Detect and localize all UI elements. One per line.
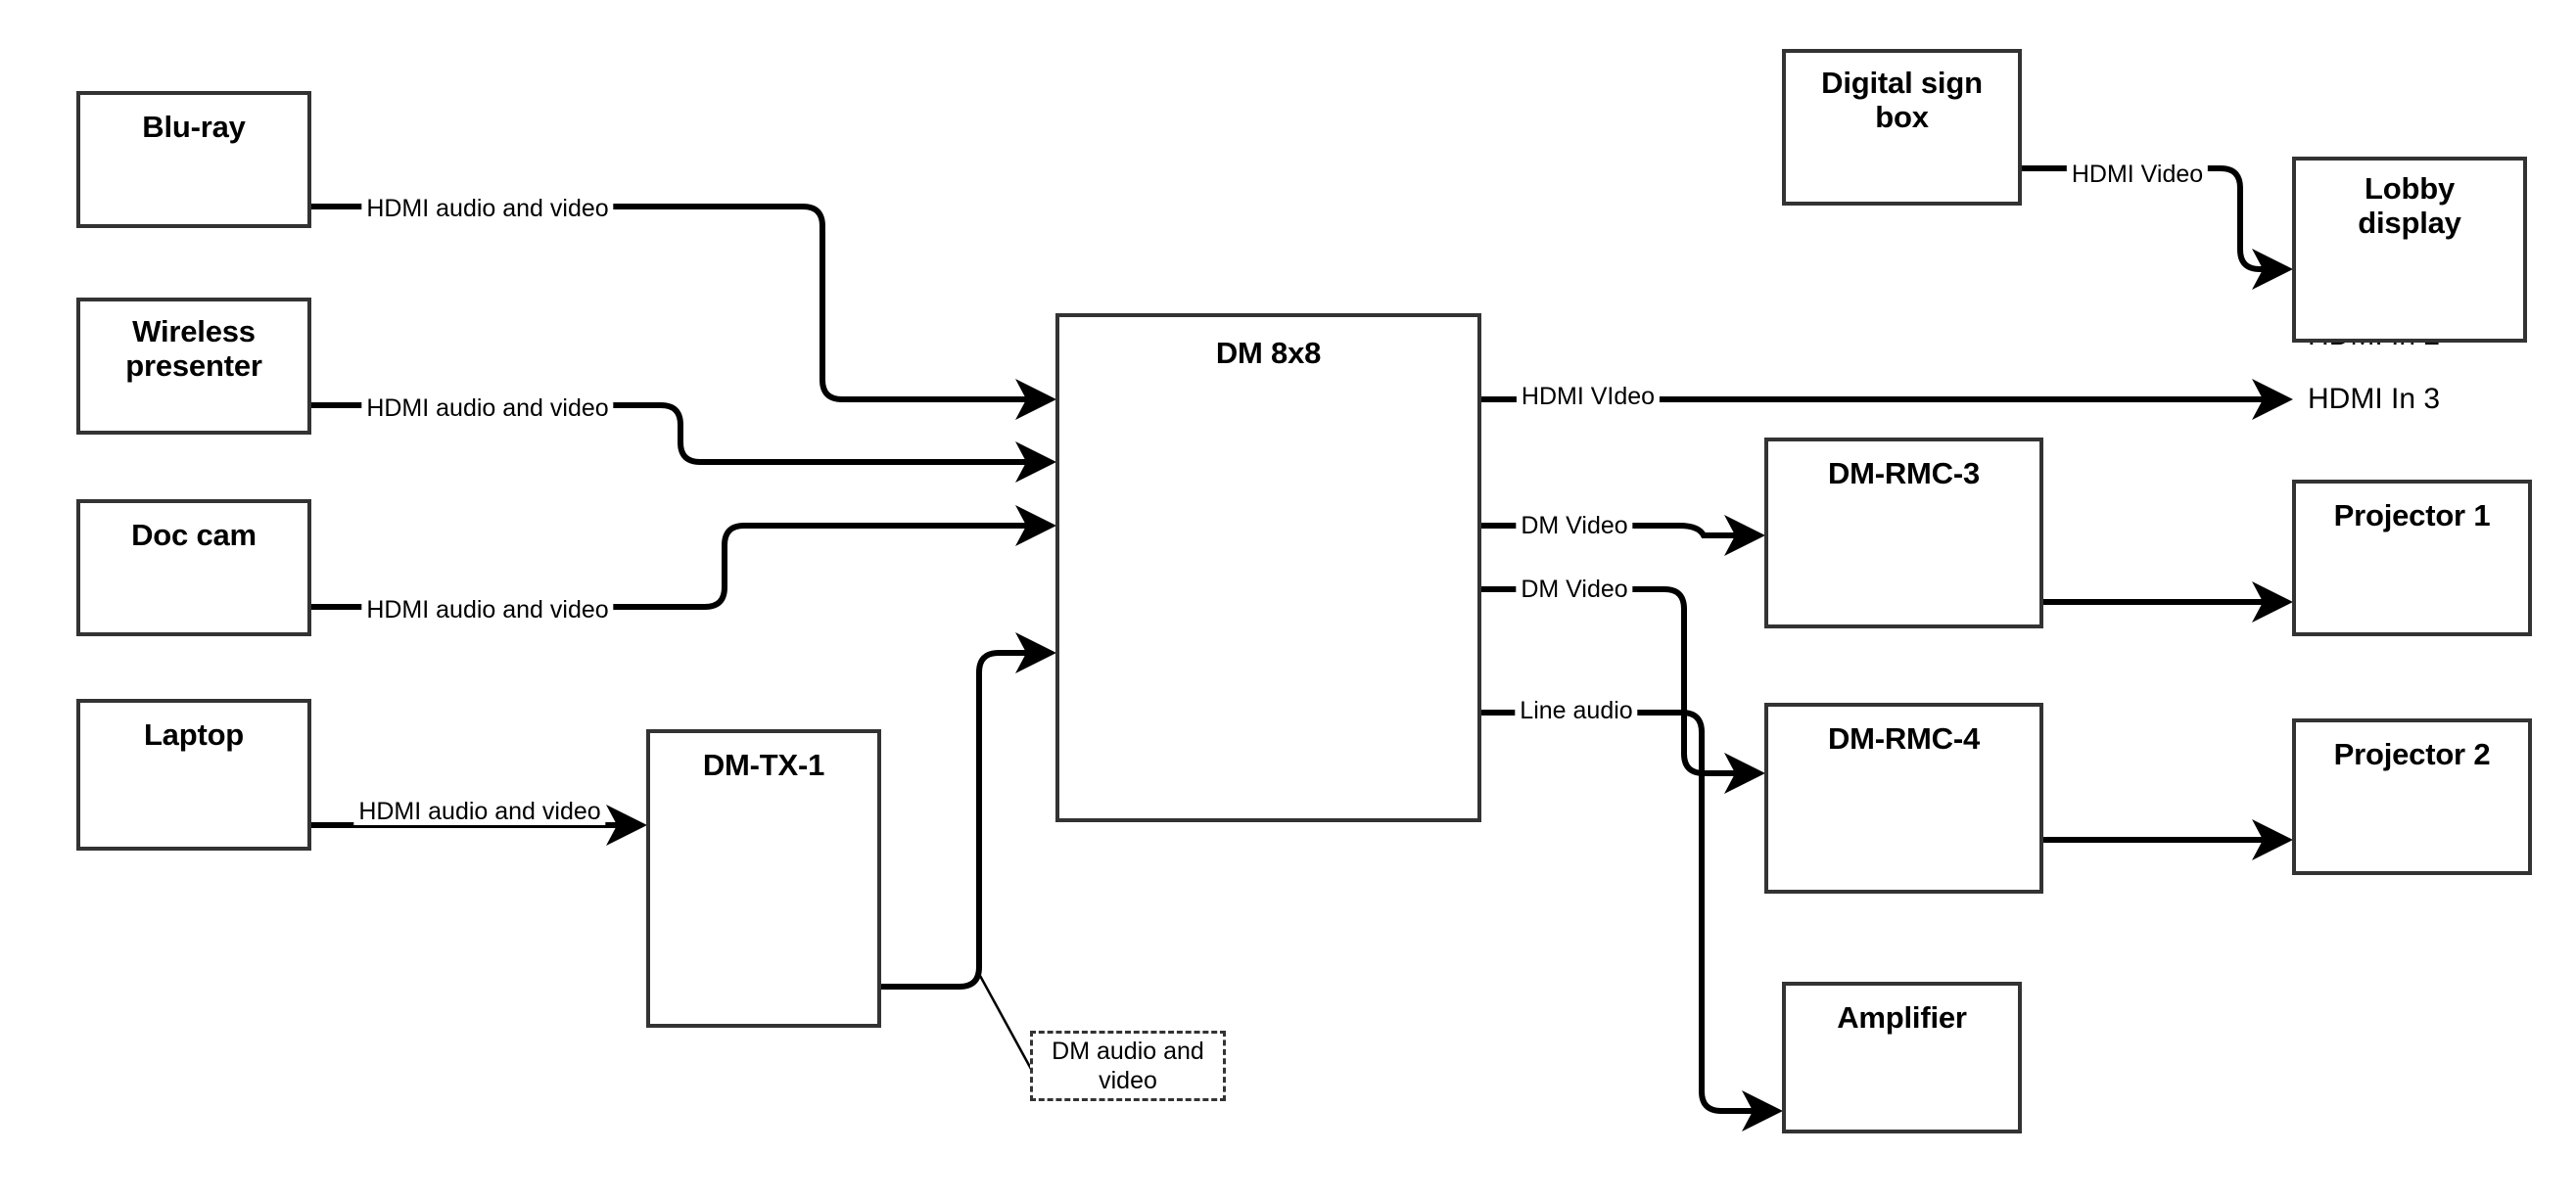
wire-label-laptop-to-dmtx1: HDMI audio and video (353, 798, 606, 825)
wire-dm-out-4-to-rmc4-dm-in (1481, 586, 1765, 794)
node-dm-rmc-3-title: DM-RMC-3 (1827, 456, 1981, 490)
node-bluray-title: Blu-ray (142, 110, 246, 144)
node-laptop[interactable]: Laptop (76, 699, 311, 851)
node-lobby-display[interactable]: Lobby display (2292, 157, 2527, 343)
wire-dmtx1-to-dm-in-5 (881, 632, 1056, 990)
node-wireless-presenter[interactable]: Wireless presenter (76, 298, 311, 435)
node-projector-2-title: Projector 2 (2333, 737, 2491, 771)
wire-label-hdmi-out-1-to-lobby: HDMI VIdeo (1516, 383, 1661, 410)
node-amplifier-title: Amplifier (1837, 1000, 1967, 1035)
node-projector-1-title: Projector 1 (2333, 498, 2491, 532)
wire-label-dm-out-3-to-rmc3: DM Video (1516, 512, 1633, 539)
node-dm-rmc-4-title: DM-RMC-4 (1827, 721, 1981, 756)
wire-label-audio-out-1-to-amplifier: Line audio (1515, 697, 1638, 724)
wire-label-wireless-to-hdmi-in-2: HDMI audio and video (361, 394, 614, 422)
port-lobby-hdmi-in-3: HDMI In 3 (2308, 383, 2441, 415)
node-digital-sign-box[interactable]: Digital sign box (1782, 49, 2022, 206)
node-digital-sign-box-title: Digital sign box (1786, 66, 2018, 134)
node-wireless-presenter-title: Wireless presenter (80, 314, 307, 383)
node-doc-cam[interactable]: Doc cam (76, 499, 311, 636)
wire-label-bluray-to-hdmi-in-1: HDMI audio and video (361, 195, 614, 222)
node-digital-sign-box-title-text: Digital sign box (1821, 66, 1983, 134)
node-lobby-display-title: Lobby display (2296, 171, 2523, 240)
wire-label-signbox-to-lobby: HDMI Video (2066, 161, 2209, 188)
node-projector-1[interactable]: Projector 1 (2292, 480, 2532, 636)
wire-label-doccam-to-hdmi-in-3: HDMI audio and video (361, 596, 614, 624)
node-wireless-presenter-title-text: Wireless presenter (125, 314, 262, 383)
node-bluray[interactable]: Blu-ray (76, 91, 311, 228)
wire-label-dm-out-4-to-rmc4: DM Video (1516, 576, 1633, 603)
callout-leader-line (977, 973, 1033, 1070)
wire-doccam-to-hdmi-in-3 (311, 505, 1056, 610)
node-laptop-title: Laptop (143, 717, 245, 752)
node-lobby-display-title-text: Lobby display (2358, 171, 2461, 240)
node-projector-2[interactable]: Projector 2 (2292, 718, 2532, 875)
node-amplifier[interactable]: Amplifier (1782, 982, 2022, 1133)
node-dm-8x8-title: DM 8x8 (1215, 336, 1322, 370)
node-doc-cam-title: Doc cam (131, 518, 257, 552)
wire-bluray-to-hdmi-in-1 (311, 204, 1056, 420)
wire-audio-out-1-to-amplifier (1481, 710, 1783, 1132)
node-dm-tx-1[interactable]: DM-TX-1 (646, 729, 881, 1028)
node-dm-8x8[interactable]: DM 8x8 (1055, 313, 1481, 822)
node-dm-rmc-4[interactable]: DM-RMC-4 (1764, 703, 2043, 894)
node-dm-tx-1-title: DM-TX-1 (702, 748, 825, 782)
callout-dm-audio-and-video: DM audio and video (1030, 1031, 1226, 1101)
node-dm-rmc-3[interactable]: DM-RMC-3 (1764, 438, 2043, 628)
